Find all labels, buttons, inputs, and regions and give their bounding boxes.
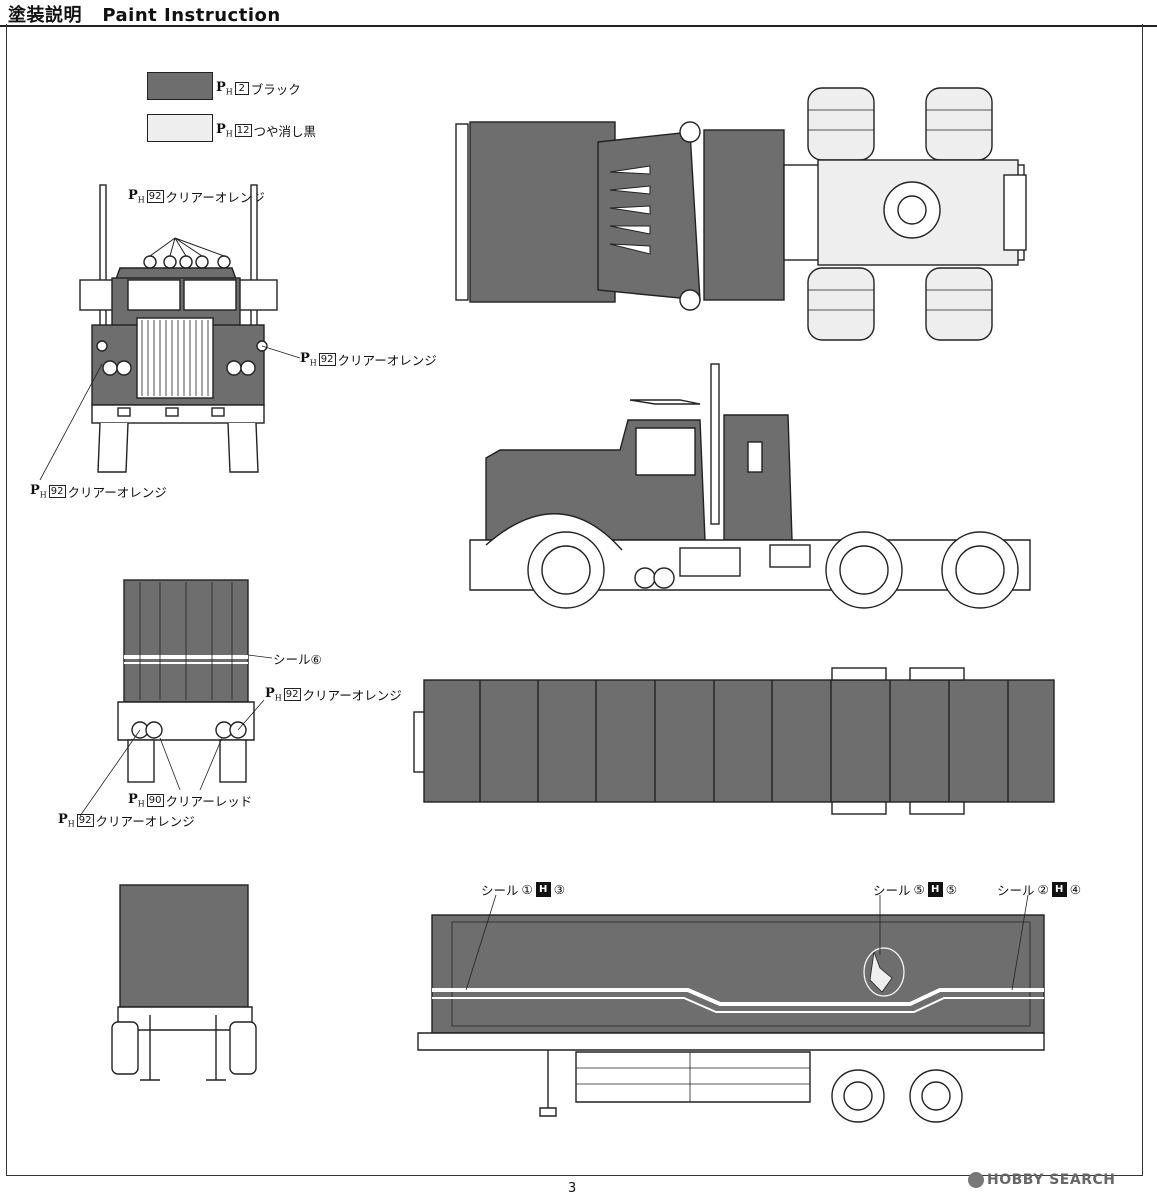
title-rule xyxy=(0,25,1157,27)
title-jp: 塗装説明 xyxy=(8,5,82,26)
trailer-rear-view xyxy=(111,884,257,1081)
paint-code-prefix: PH xyxy=(216,122,233,139)
truck-side-view xyxy=(469,363,1031,609)
h-mark-icon: H xyxy=(927,882,943,897)
page-frame xyxy=(6,24,1143,1176)
paint-code-number: 2 xyxy=(234,82,249,95)
h-mark-icon: H xyxy=(1051,882,1067,897)
container-side-top xyxy=(413,667,1055,815)
watermark-logo-icon xyxy=(968,1172,984,1188)
paint-code-number: 12 xyxy=(234,124,252,137)
trailer-side-view xyxy=(417,894,1045,1123)
legend-swatch-flat-black xyxy=(147,114,213,142)
truck-front-view xyxy=(39,184,301,481)
title-en: Paint Instruction xyxy=(102,5,281,26)
legend-label-black: PH 2 ブラック xyxy=(216,79,301,98)
paint-name: つや消し黒 xyxy=(253,124,317,139)
watermark: HOBBY SEARCH xyxy=(968,1172,1115,1188)
page-number: 3 xyxy=(568,1181,577,1196)
legend-label-flat-black: PH 12 つや消し黒 xyxy=(216,121,316,140)
paint-code-prefix: PH xyxy=(216,80,233,97)
container-rear-view xyxy=(79,579,273,817)
page-title: 塗装説明 Paint Instruction xyxy=(8,1,281,27)
truck-top-view xyxy=(455,87,1027,341)
legend-swatch-black xyxy=(147,72,213,100)
paint-name: ブラック xyxy=(250,82,301,97)
h-mark-icon: H xyxy=(535,882,551,897)
seal-label-rear: シール⑥ xyxy=(273,652,322,667)
